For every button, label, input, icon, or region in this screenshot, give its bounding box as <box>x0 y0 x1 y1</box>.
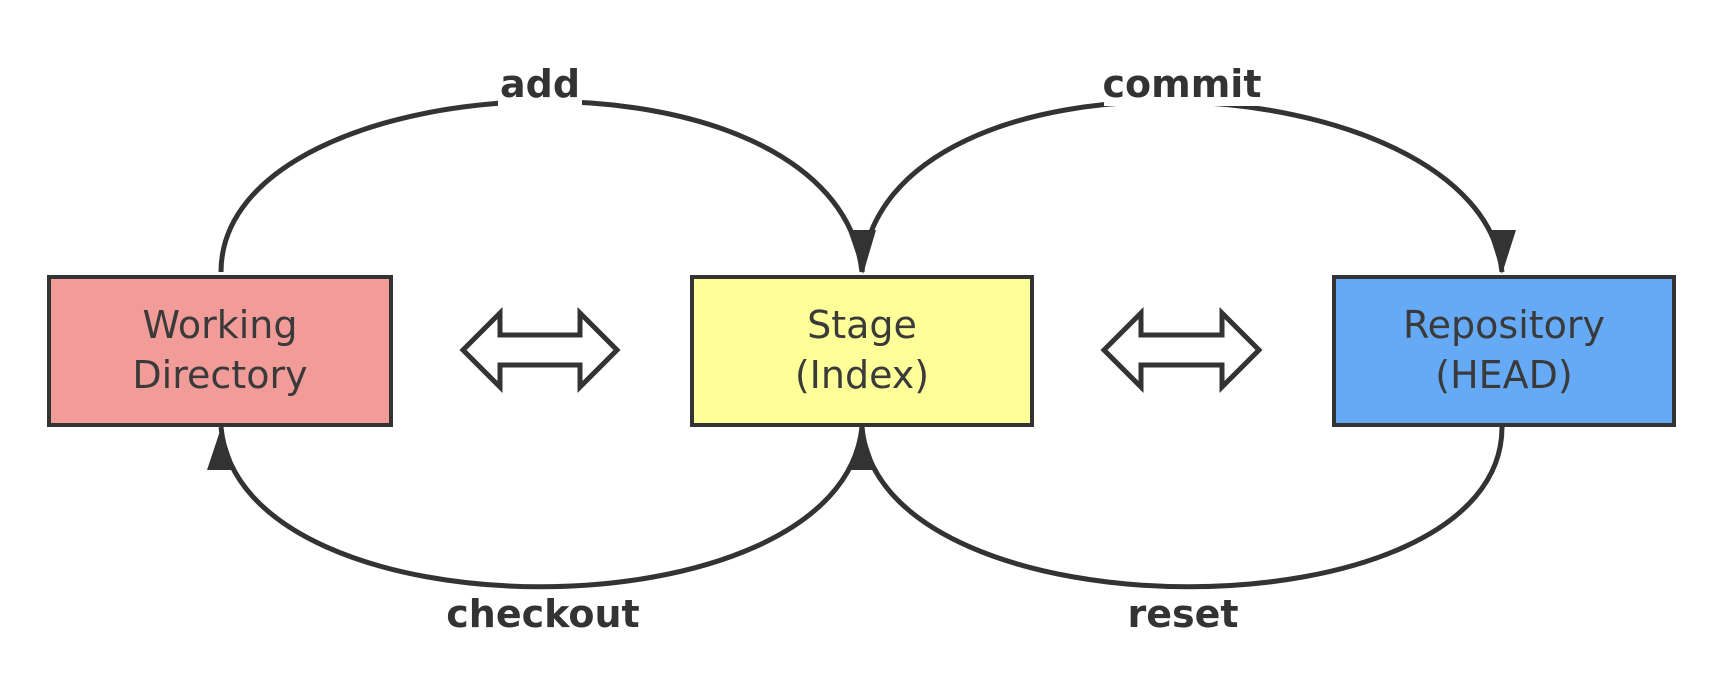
checkout-label-bg <box>450 592 636 636</box>
reset-label: reset <box>1127 592 1238 636</box>
working-directory-box <box>47 275 393 427</box>
commit-arrow <box>859 99 1505 273</box>
checkout-arrow <box>218 426 865 590</box>
checkout-label: checkout <box>446 592 639 636</box>
commit-arrowhead <box>1488 230 1516 274</box>
commit-label-bg <box>1104 62 1260 106</box>
repository-line-2: (HEAD) <box>1435 353 1573 397</box>
reset-arrow <box>859 426 1505 590</box>
stage-line-2: (Index) <box>795 353 929 397</box>
repository-node: Repository (HEAD) <box>1332 275 1676 427</box>
add-arrow <box>218 99 865 273</box>
stage-node: Stage (Index) <box>690 275 1034 427</box>
working-directory-line-1: Working <box>143 303 298 347</box>
repository-line-1: Repository <box>1403 303 1605 347</box>
stage-box <box>690 275 1034 427</box>
working-directory-node: Working Directory <box>47 275 393 427</box>
add-label-bg <box>498 62 582 106</box>
reset-label-bg <box>1132 592 1234 636</box>
double-headed-arrow-icon <box>459 306 621 394</box>
working-directory-line-2: Directory <box>132 353 307 397</box>
stage-line-1: Stage <box>807 303 917 347</box>
double-headed-arrow-icon <box>1100 306 1263 394</box>
reset-arrowhead <box>848 428 876 470</box>
repository-box <box>1332 275 1676 427</box>
checkout-arrowhead <box>207 428 235 470</box>
commit-label: commit <box>1102 62 1261 106</box>
add-label: add <box>500 62 580 106</box>
